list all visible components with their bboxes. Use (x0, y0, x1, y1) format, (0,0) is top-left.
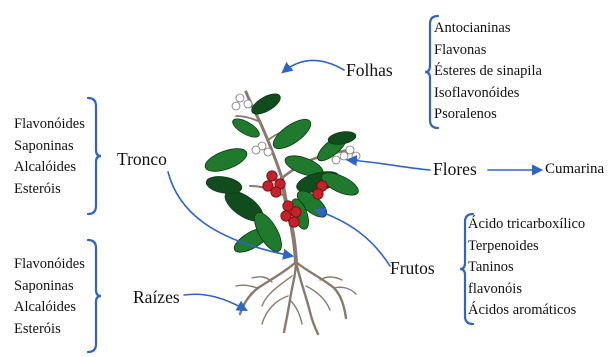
flores-arrow (348, 160, 430, 170)
flower (244, 100, 252, 108)
compound-item: Isoflavonóides (434, 83, 542, 105)
berry (271, 187, 281, 197)
berry (291, 207, 301, 217)
compound-item: Alcalóides (14, 157, 85, 179)
roots (236, 262, 356, 334)
raizes-compound-list: Flavonóides Saponinas Alcalóides Esterói… (14, 254, 85, 340)
compound-item: flavonóis (468, 279, 585, 301)
compound-item: Antocianinas (434, 18, 542, 40)
compound-item: Saponinas (14, 136, 85, 158)
flores-label: Flores (433, 159, 477, 180)
raizes-arrow (184, 294, 246, 310)
compound-item: Flavonóides (14, 114, 85, 136)
root (296, 262, 318, 334)
flower (232, 102, 240, 110)
root (236, 285, 258, 288)
flower (264, 148, 272, 156)
compound-item: Terpenoides (468, 236, 585, 258)
root (262, 296, 288, 324)
frutos-label: Frutos (390, 258, 435, 279)
flower (340, 152, 348, 160)
flower (352, 152, 360, 160)
root (240, 262, 296, 314)
leaf (202, 144, 250, 176)
flower (236, 94, 244, 102)
raizes-brace (88, 240, 101, 352)
compound-item: Flavonóides (14, 254, 85, 276)
compound-item: Esteróis (14, 319, 85, 341)
compound-item: Ácidos aromáticos (468, 300, 585, 322)
flower (332, 156, 340, 164)
berry (313, 189, 323, 199)
compound-item: Ácido tricarboxílico (468, 214, 585, 236)
frutos-compound-list: Ácido tricarboxílico Terpenoides Taninos… (468, 214, 585, 322)
compound-item: Psoralenos (434, 104, 542, 126)
folhas-label: Folhas (346, 60, 393, 81)
compound-item: Esteróis (14, 179, 85, 201)
tronco-brace (88, 98, 101, 214)
leaf (327, 130, 357, 147)
flower (252, 146, 260, 154)
berry (289, 217, 299, 227)
compound-item: Alcalóides (14, 297, 85, 319)
frutos-arrow (316, 210, 390, 266)
compound-item: Saponinas (14, 276, 85, 298)
folhas-arrow (283, 60, 344, 72)
raizes-label: Raízes (133, 287, 180, 308)
folhas-compound-list: Antocianinas Flavonas Ésteres de sinapil… (434, 18, 542, 126)
compound-item: Taninos (468, 257, 585, 279)
root (290, 300, 302, 324)
compound-item: Flavonas (434, 40, 542, 62)
tronco-compound-list: Flavonóides Saponinas Alcalóides Esterói… (14, 114, 85, 200)
compound-item: Ésteres de sinapila (434, 61, 542, 83)
tronco-label: Tronco (117, 149, 167, 170)
berry (267, 171, 277, 181)
leaf (249, 90, 284, 118)
flower (346, 146, 354, 154)
cumarina-label: Cumarina (545, 161, 604, 178)
